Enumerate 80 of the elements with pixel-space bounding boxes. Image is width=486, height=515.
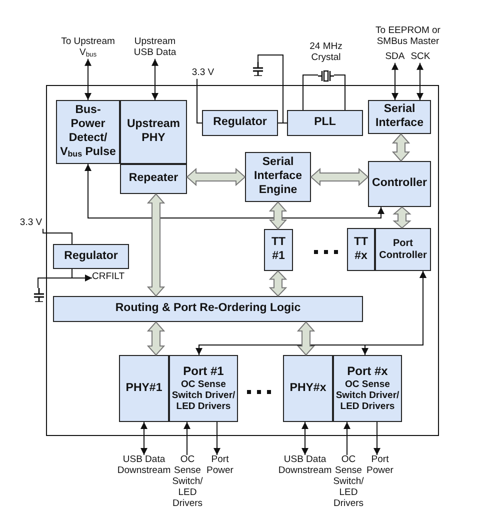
block-label: PHY#1 <box>126 382 162 396</box>
block-label: TT #1 <box>270 236 287 264</box>
block-box <box>333 355 402 422</box>
signal-label: USB Data Downstream <box>278 455 332 477</box>
block-box <box>120 100 187 164</box>
connector-line <box>42 228 72 244</box>
arrow <box>302 422 308 456</box>
block-box <box>283 355 333 422</box>
block-description: OC Sense Switch Driver/ LED Drivers <box>335 378 400 413</box>
bus-arrow <box>392 133 410 162</box>
block-label: Regulator <box>64 250 118 264</box>
block-box <box>119 355 169 422</box>
block-box <box>245 152 311 202</box>
block-label: Port Controller <box>378 238 428 262</box>
block-box <box>202 110 278 136</box>
signal-label: SDA <box>384 52 406 63</box>
bus-arrow <box>296 321 316 356</box>
block-description: OC Sense Switch Driver/ LED Drivers <box>171 378 236 413</box>
arrow <box>84 58 92 100</box>
block-label: PLL <box>314 116 336 130</box>
block-box <box>368 161 431 207</box>
signal-label: Port Power <box>366 455 394 477</box>
bus-arrow <box>146 193 166 297</box>
block-label: Controller <box>372 177 427 191</box>
arrow <box>214 422 220 456</box>
signal-label: CRFILT <box>92 272 130 283</box>
block-label: TT #x <box>352 236 370 264</box>
block-label: Repeater <box>128 172 178 186</box>
arrow <box>152 58 158 100</box>
chip-outline <box>46 85 439 436</box>
block-label: Serial Interface Engine <box>253 156 303 198</box>
capacitor-symbol <box>33 288 45 302</box>
block-box <box>347 228 375 271</box>
block-label: Upstream PHY <box>126 118 182 146</box>
block-box <box>264 229 293 271</box>
signal-label: Upstream USB Data <box>128 37 182 59</box>
block-box <box>375 228 431 271</box>
signal-label: 3.3 V <box>16 218 46 229</box>
block-label: Port #x <box>347 364 388 379</box>
block-box <box>53 296 363 322</box>
bus-arrow <box>268 201 288 230</box>
signal-label: SCK <box>409 52 432 63</box>
block-label: Bus-Power Detect/ V$_{bus}$ Pulse <box>59 104 117 160</box>
connector-line <box>38 268 72 288</box>
connector-line <box>196 78 202 124</box>
connector-line <box>302 74 318 110</box>
arrow <box>392 62 398 100</box>
signal-label: OC Sense Switch/ LED Drivers <box>171 455 204 510</box>
bus-arrow <box>392 206 412 229</box>
signal-label: Port Power <box>206 455 234 477</box>
bus-arrow <box>186 168 246 186</box>
block-box <box>53 244 129 269</box>
bus-arrow <box>310 168 369 186</box>
signal-label: OC Sense Switch/ LED Drivers <box>332 455 365 510</box>
arrow <box>344 422 350 456</box>
block-label: Regulator <box>213 116 267 130</box>
arrow <box>374 422 380 456</box>
arrow <box>416 62 424 100</box>
component-caption: 24 MHz Crystal <box>308 42 344 64</box>
block-box <box>287 110 363 136</box>
block-label: PHY#x <box>290 382 326 396</box>
arrow <box>140 422 148 456</box>
signal-label: 3.3 V <box>189 68 217 79</box>
arrow <box>184 422 190 456</box>
capacitor-symbol <box>252 62 264 76</box>
signal-group-label: To EEPROM or SMBus Master <box>374 26 442 48</box>
connector-line <box>334 74 346 110</box>
signal-label: To Upstream V$_{bus}$ <box>56 37 120 59</box>
arrow <box>362 270 426 356</box>
block-box <box>120 164 187 194</box>
block-box <box>368 100 431 134</box>
block-label: Port #1 <box>183 364 224 379</box>
signal-label: USB Data Downstream <box>117 455 171 477</box>
block-label: Routing & Port Re-Ordering Logic <box>115 302 301 316</box>
crystal-symbol <box>318 69 334 81</box>
bus-arrow <box>268 270 288 297</box>
block-box <box>169 355 238 422</box>
bus-arrow <box>146 321 166 356</box>
block-label: Serial Interface <box>374 103 424 131</box>
arrow <box>84 164 384 218</box>
